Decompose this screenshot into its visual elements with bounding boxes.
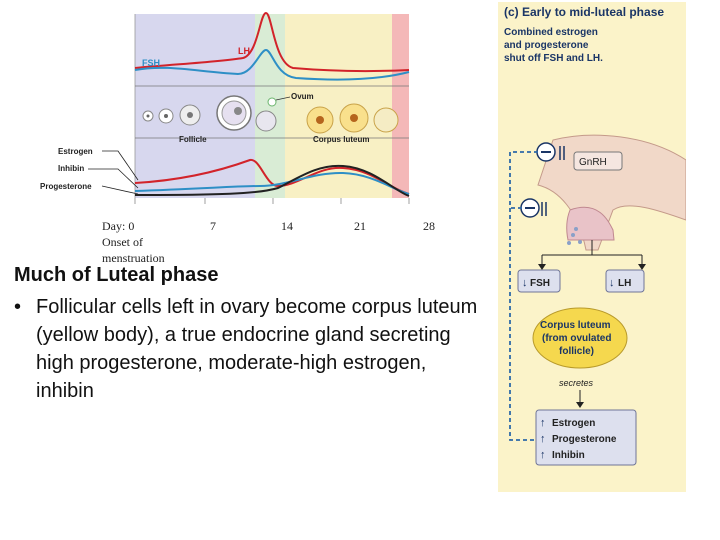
panel-estrogen-label: Estrogen	[552, 418, 595, 429]
estrogen-label: Estrogen	[58, 147, 93, 156]
follicle-label: Follicle	[179, 135, 207, 144]
progesterone-up-arrow-icon: ↑	[540, 433, 546, 445]
feedback-loop-diagram: GnRH ↓ FSH ↓ LH Corpus luteum (from ovul…	[509, 134, 686, 466]
inhibin-up-arrow-icon: ↑	[540, 449, 546, 461]
luteal-phase-band	[285, 14, 392, 198]
fsh-decrease-box	[517, 269, 561, 293]
panel-subtitle-line-1: Combined estrogen	[504, 27, 598, 38]
ovarian-cycle-figure: FSH LH Ovum Follicle Corpus luteum Estro…	[40, 11, 410, 204]
progesterone-curve	[134, 164, 410, 197]
panel-progesterone-label: Progesterone	[552, 434, 617, 445]
progesterone-label: Progesterone	[40, 182, 92, 191]
fsh-curve	[134, 48, 410, 81]
day-0-label: Day: 0	[102, 219, 135, 233]
menstruation-band	[392, 14, 409, 198]
secretes-label: secretes	[559, 378, 594, 388]
gnrh-box	[573, 151, 623, 171]
corpus-luteum-ellipse	[532, 307, 628, 369]
day-0-sub-label-2: menstruation	[102, 251, 165, 265]
ovum-label: Ovum	[291, 92, 314, 101]
panel-subtitle-line-2: and progesterone	[504, 40, 589, 51]
panel-fsh-label: FSH	[530, 278, 550, 289]
corpus-line-2: (from ovulated	[542, 333, 611, 344]
day-14-label: 14	[281, 219, 293, 233]
estrogen-curve	[134, 159, 410, 195]
panel-inhibin-label: Inhibin	[552, 450, 585, 461]
slide-heading: Much of Luteal phase	[14, 264, 219, 286]
lh-decrease-box	[605, 269, 645, 293]
inhibit-icon-hypothalamus	[536, 142, 565, 162]
corpus-luteum-label: Corpus luteum	[313, 135, 369, 144]
follicle-icons	[142, 95, 277, 132]
fsh-label: FSH	[142, 58, 160, 68]
lh-label: LH	[238, 46, 250, 56]
lh-down-arrow-icon: ↓	[609, 277, 615, 289]
fsh-down-arrow-icon: ↓	[522, 277, 528, 289]
panel-title: (c) Early to mid-luteal phase	[504, 5, 665, 19]
inhibin-label: Inhibin	[58, 164, 84, 173]
negative-feedback-path	[509, 151, 538, 441]
corpus-line-1: Corpus luteum	[540, 320, 611, 331]
gnrh-label: GnRH	[579, 157, 607, 168]
day-7-label: 7	[210, 219, 216, 233]
bullet-text: Follicular cells left in ovary become co…	[36, 296, 478, 402]
day-0-sub-label: Onset of	[102, 235, 143, 249]
inhibit-icon-pituitary	[520, 198, 547, 218]
day-28-label: 28	[423, 219, 435, 233]
corpus-line-3: follicle)	[559, 346, 594, 357]
corpus-luteum-icons	[306, 103, 399, 134]
pituitary-shape	[566, 207, 615, 241]
panel-subtitle-line-3: shut off FSH and LH.	[504, 53, 603, 64]
panel-lh-label: LH	[618, 278, 631, 289]
lh-curve	[134, 11, 410, 73]
panel-subtitle: Combined estrogen and progesterone shut …	[504, 26, 603, 65]
bullet-point: • Follicular cells left in ovary become …	[14, 293, 484, 405]
day-21-label: 21	[354, 219, 366, 233]
bullet-dot: •	[14, 296, 22, 318]
estrogen-up-arrow-icon: ↑	[540, 417, 546, 429]
luteal-hormones-box	[535, 409, 637, 466]
